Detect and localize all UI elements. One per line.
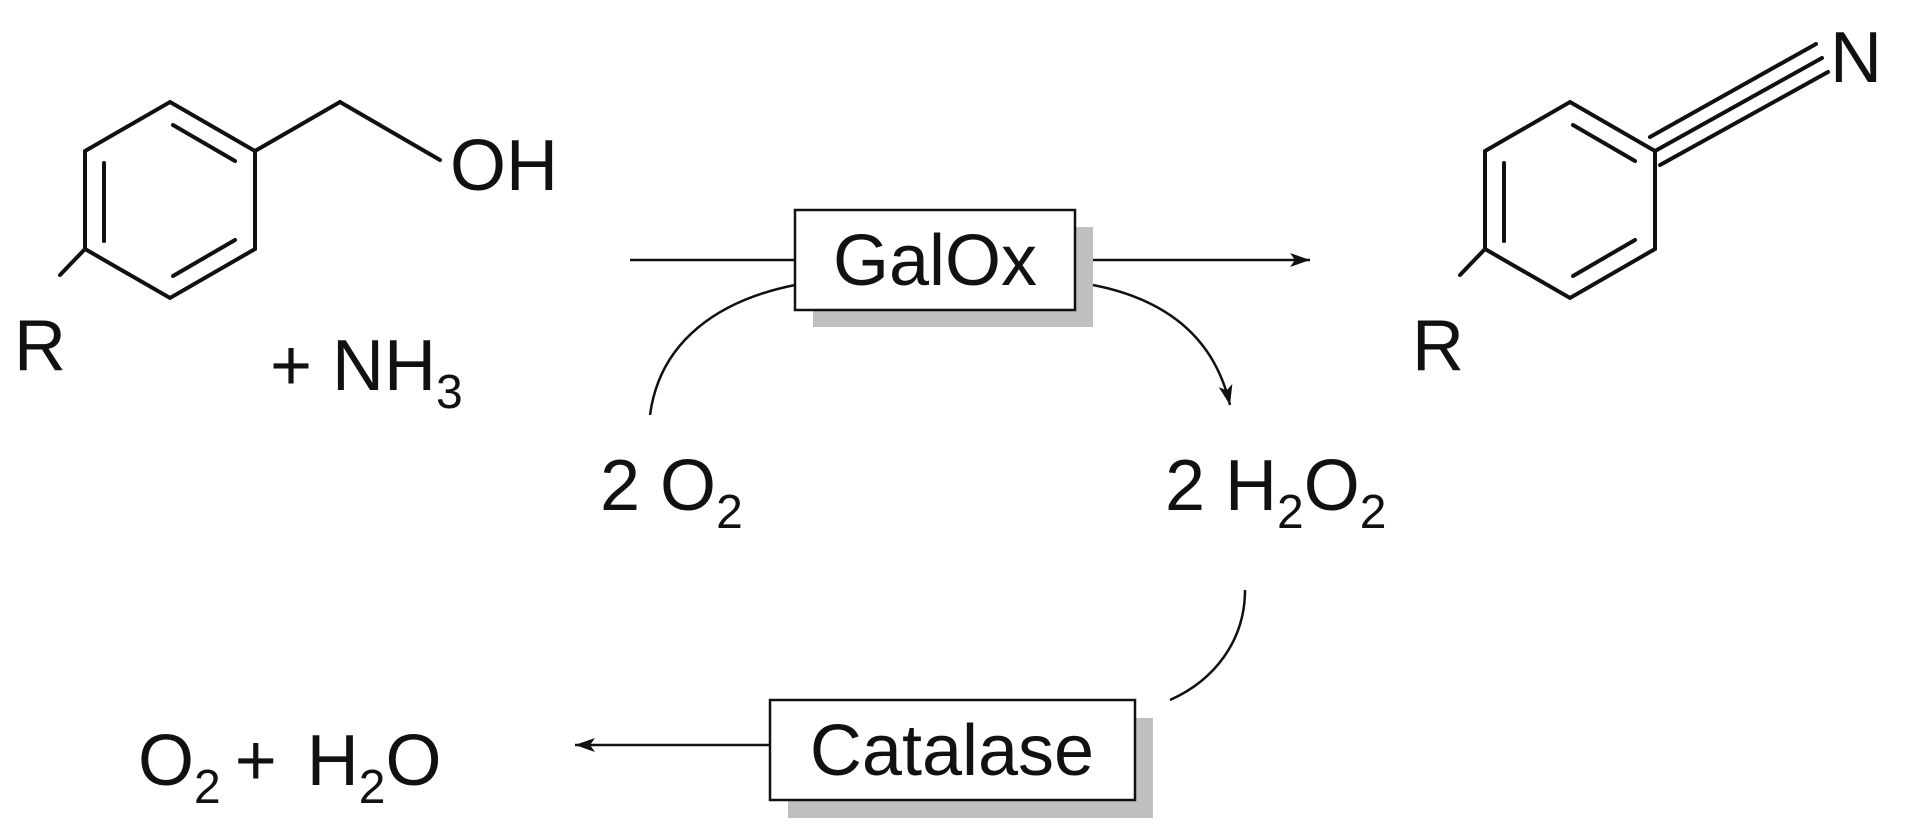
aromatic-double-bond xyxy=(171,238,237,278)
ch2-bond xyxy=(253,100,342,153)
peroxide-consumption-curve xyxy=(1169,589,1247,702)
c-o-bond xyxy=(338,100,442,162)
nitrile-triple-bond xyxy=(1658,70,1830,167)
benzene-ring xyxy=(83,99,257,301)
hydrogen-peroxide-label: 2 H2O2 xyxy=(1165,446,1386,539)
oxygen-consumption-curve xyxy=(648,283,796,416)
reactant-substituent-label: R xyxy=(14,306,66,386)
nitrile-triple-bond xyxy=(1648,42,1818,139)
ammonia-label: + NH3 xyxy=(270,326,463,419)
galox-box: GalOx xyxy=(793,208,1093,327)
r-bond xyxy=(1458,247,1487,277)
catalase-label: Catalase xyxy=(810,711,1094,791)
galox-box-border xyxy=(793,208,1077,312)
aromatic-double-bond xyxy=(1571,123,1637,163)
galox-label: GalOx xyxy=(833,221,1037,301)
aromatic-double-bond xyxy=(1571,238,1637,278)
aromatic-double-bond xyxy=(171,123,237,163)
benzonitrile-structure: N R xyxy=(1412,18,1882,386)
decomposition-products-label: O2+H2O xyxy=(138,721,441,814)
nitrile-triple-bond xyxy=(1653,56,1824,153)
nitrile-nitrogen-label: N xyxy=(1830,18,1882,98)
oxygen-label: 2 O2 xyxy=(600,446,743,539)
peroxide-formation-arrow xyxy=(1092,283,1233,406)
catalase-box-border xyxy=(768,698,1137,802)
catalase-box: Catalase xyxy=(768,698,1153,818)
benzyl-alcohol-structure: OH R xyxy=(14,99,558,386)
product-substituent-label: R xyxy=(1412,306,1464,386)
benzene-ring xyxy=(1483,99,1657,301)
r-bond xyxy=(58,247,87,277)
hydroxyl-label: OH xyxy=(450,126,558,206)
